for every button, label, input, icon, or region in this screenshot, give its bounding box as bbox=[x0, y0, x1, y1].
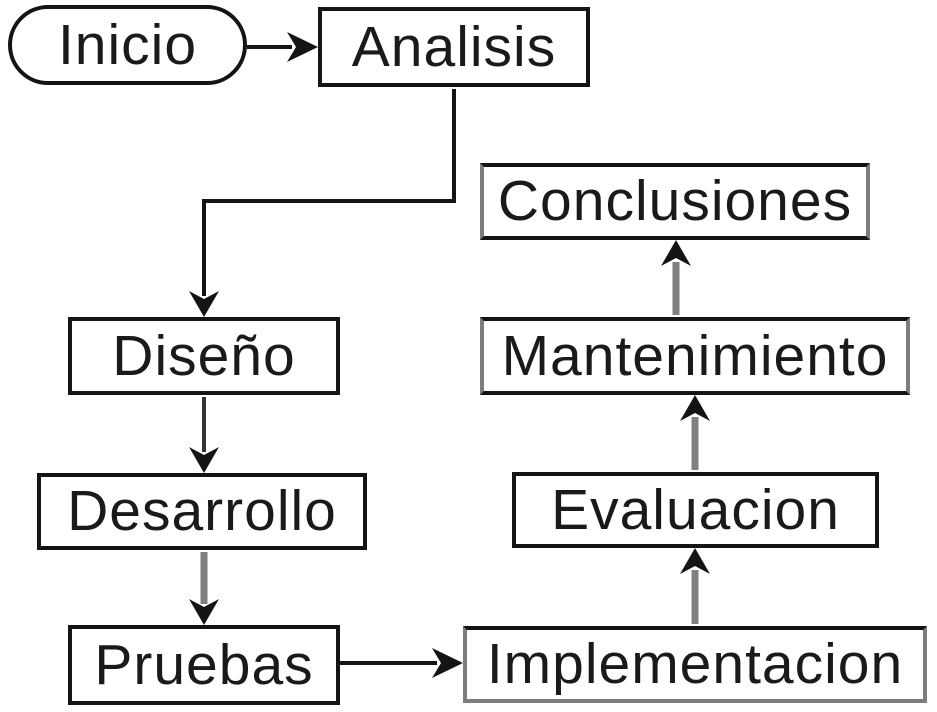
node-analisis: Analisis bbox=[318, 7, 590, 87]
edge-mantenimiento-conclusiones bbox=[661, 240, 691, 315]
node-evaluacion-label: Evaluacion bbox=[551, 477, 840, 542]
edge-diseno-desarrollo bbox=[189, 397, 219, 473]
node-diseno: Diseño bbox=[68, 317, 340, 395]
node-implementacion-label: Implementacion bbox=[486, 632, 904, 696]
node-desarrollo: Desarrollo bbox=[37, 473, 367, 550]
node-diseno-label: Diseño bbox=[112, 323, 296, 388]
node-pruebas: Pruebas bbox=[68, 625, 340, 705]
edge-pruebas-implementacion bbox=[340, 648, 463, 678]
node-pruebas-label: Pruebas bbox=[94, 632, 314, 697]
node-conclusiones-label: Conclusiones bbox=[497, 169, 853, 233]
edge-desarrollo-pruebas bbox=[189, 552, 219, 625]
node-conclusiones: Conclusiones bbox=[480, 163, 870, 240]
node-desarrollo-label: Desarrollo bbox=[67, 479, 337, 543]
node-mantenimiento: Mantenimiento bbox=[480, 317, 910, 395]
node-analisis-label: Analisis bbox=[351, 14, 557, 79]
edge-analisis-diseno bbox=[189, 89, 456, 317]
edge-evaluacion-mantenimiento bbox=[680, 395, 710, 470]
edge-inicio-analisis bbox=[247, 32, 318, 62]
node-mantenimiento-label: Mantenimiento bbox=[501, 323, 889, 388]
node-inicio: Inicio bbox=[8, 5, 247, 85]
edge-implementacion-evaluacion bbox=[680, 548, 710, 624]
node-inicio-label: Inicio bbox=[57, 12, 198, 77]
node-evaluacion: Evaluacion bbox=[512, 472, 879, 548]
node-implementacion: Implementacion bbox=[463, 626, 927, 703]
